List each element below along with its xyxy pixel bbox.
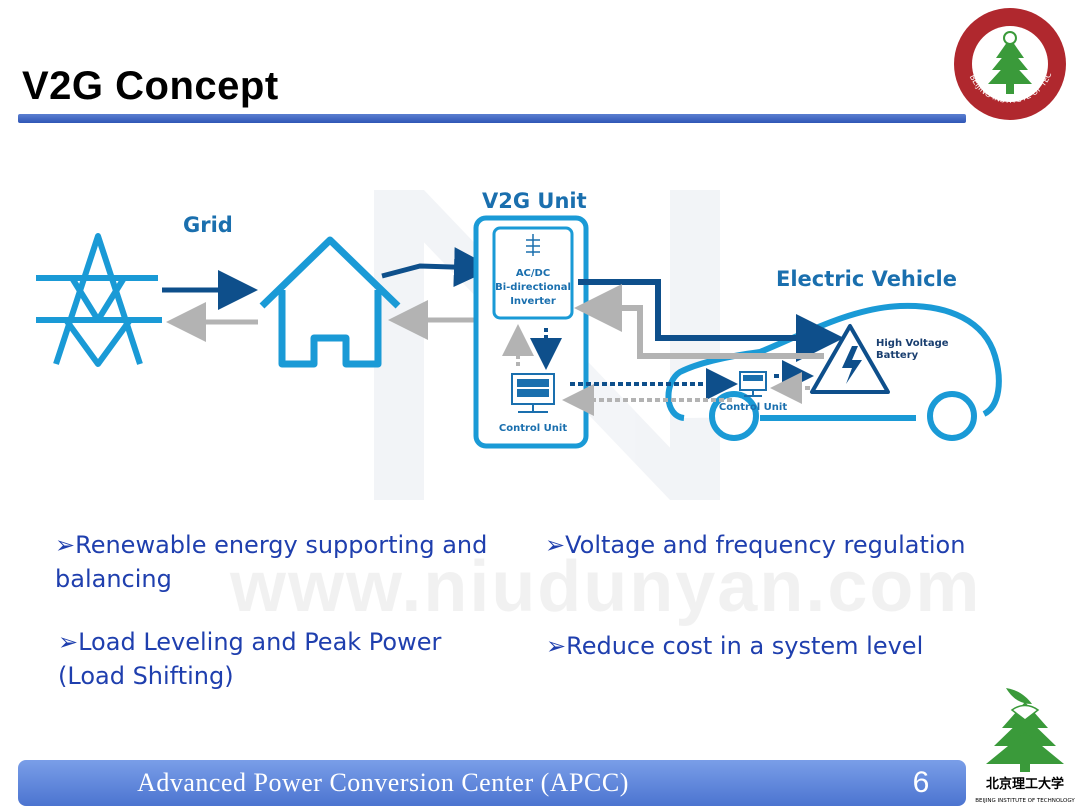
svg-text:Inverter: Inverter <box>510 296 556 307</box>
battery-to-inverter-arrow <box>574 284 824 359</box>
ev-control-unit-icon <box>739 371 767 397</box>
bullet-reduce-cost: ➢Reduce cost in a system level <box>546 632 924 660</box>
bullet-arrow-icon: ➢ <box>55 531 76 559</box>
title-rule <box>18 114 966 123</box>
front-wheel-icon <box>709 391 759 441</box>
footer-bar: Advanced Power Conversion Center (APCC) … <box>18 760 966 806</box>
page-number: 6 <box>912 766 930 799</box>
svg-text:Battery: Battery <box>876 350 919 361</box>
bullet-arrow-icon: ➢ <box>545 531 566 559</box>
svg-text:BEIJING INSTITUTE OF TECHNOLOG: BEIJING INSTITUTE OF TECHNOLOGY <box>975 798 1075 804</box>
university-seal-logo: BEIJING INSTITUTE OF TECHNOLOGY <box>952 6 1066 120</box>
svg-text:Control Unit: Control Unit <box>719 402 787 413</box>
svg-text:High Voltage: High Voltage <box>876 338 949 349</box>
lightning-bolt-icon <box>842 346 862 384</box>
watermark-text: www.niudunyan.com <box>230 547 982 627</box>
university-logo-bottom: 北京理工大学 BEIJING INSTITUTE OF TECHNOLOGY <box>975 688 1075 804</box>
v2g-unit-label: V2G Unit <box>482 189 587 213</box>
bullet-voltage: ➢Voltage and frequency regulation <box>545 531 966 559</box>
ev-label: Electric Vehicle <box>776 267 957 291</box>
bullet-arrow-icon: ➢ <box>58 628 79 656</box>
bullet-arrow-icon: ➢ <box>546 632 567 660</box>
bullet-load-leveling: ➢Load Leveling and Peak Power (Load Shif… <box>58 628 442 690</box>
grid-label: Grid <box>183 213 233 237</box>
slide-title: V2G Concept <box>22 64 279 108</box>
svg-text:AC/DC: AC/DC <box>516 268 550 279</box>
transmission-tower-icon <box>36 233 162 367</box>
inverter-icon <box>526 234 540 256</box>
rear-wheel-icon <box>927 391 977 441</box>
svg-text:北京理工大学: 北京理工大学 <box>986 776 1064 792</box>
control-unit-icon <box>511 373 555 413</box>
bullet-renewable: ➢Renewable energy supporting and balanci… <box>55 531 488 593</box>
inverter-box <box>492 226 574 320</box>
svg-text:Bi-directional: Bi-directional <box>495 282 571 293</box>
inverter-to-battery-arrow <box>578 279 844 362</box>
house-to-v2g-arrow <box>381 247 494 288</box>
v2g-diagram: Grid V2G Unit AC/DC Bi-directional Inver… <box>36 189 1002 500</box>
footer-text: Advanced Power Conversion Center (APCC) <box>137 768 629 797</box>
svg-text:Control Unit: Control Unit <box>499 423 567 434</box>
house-icon <box>259 236 401 368</box>
